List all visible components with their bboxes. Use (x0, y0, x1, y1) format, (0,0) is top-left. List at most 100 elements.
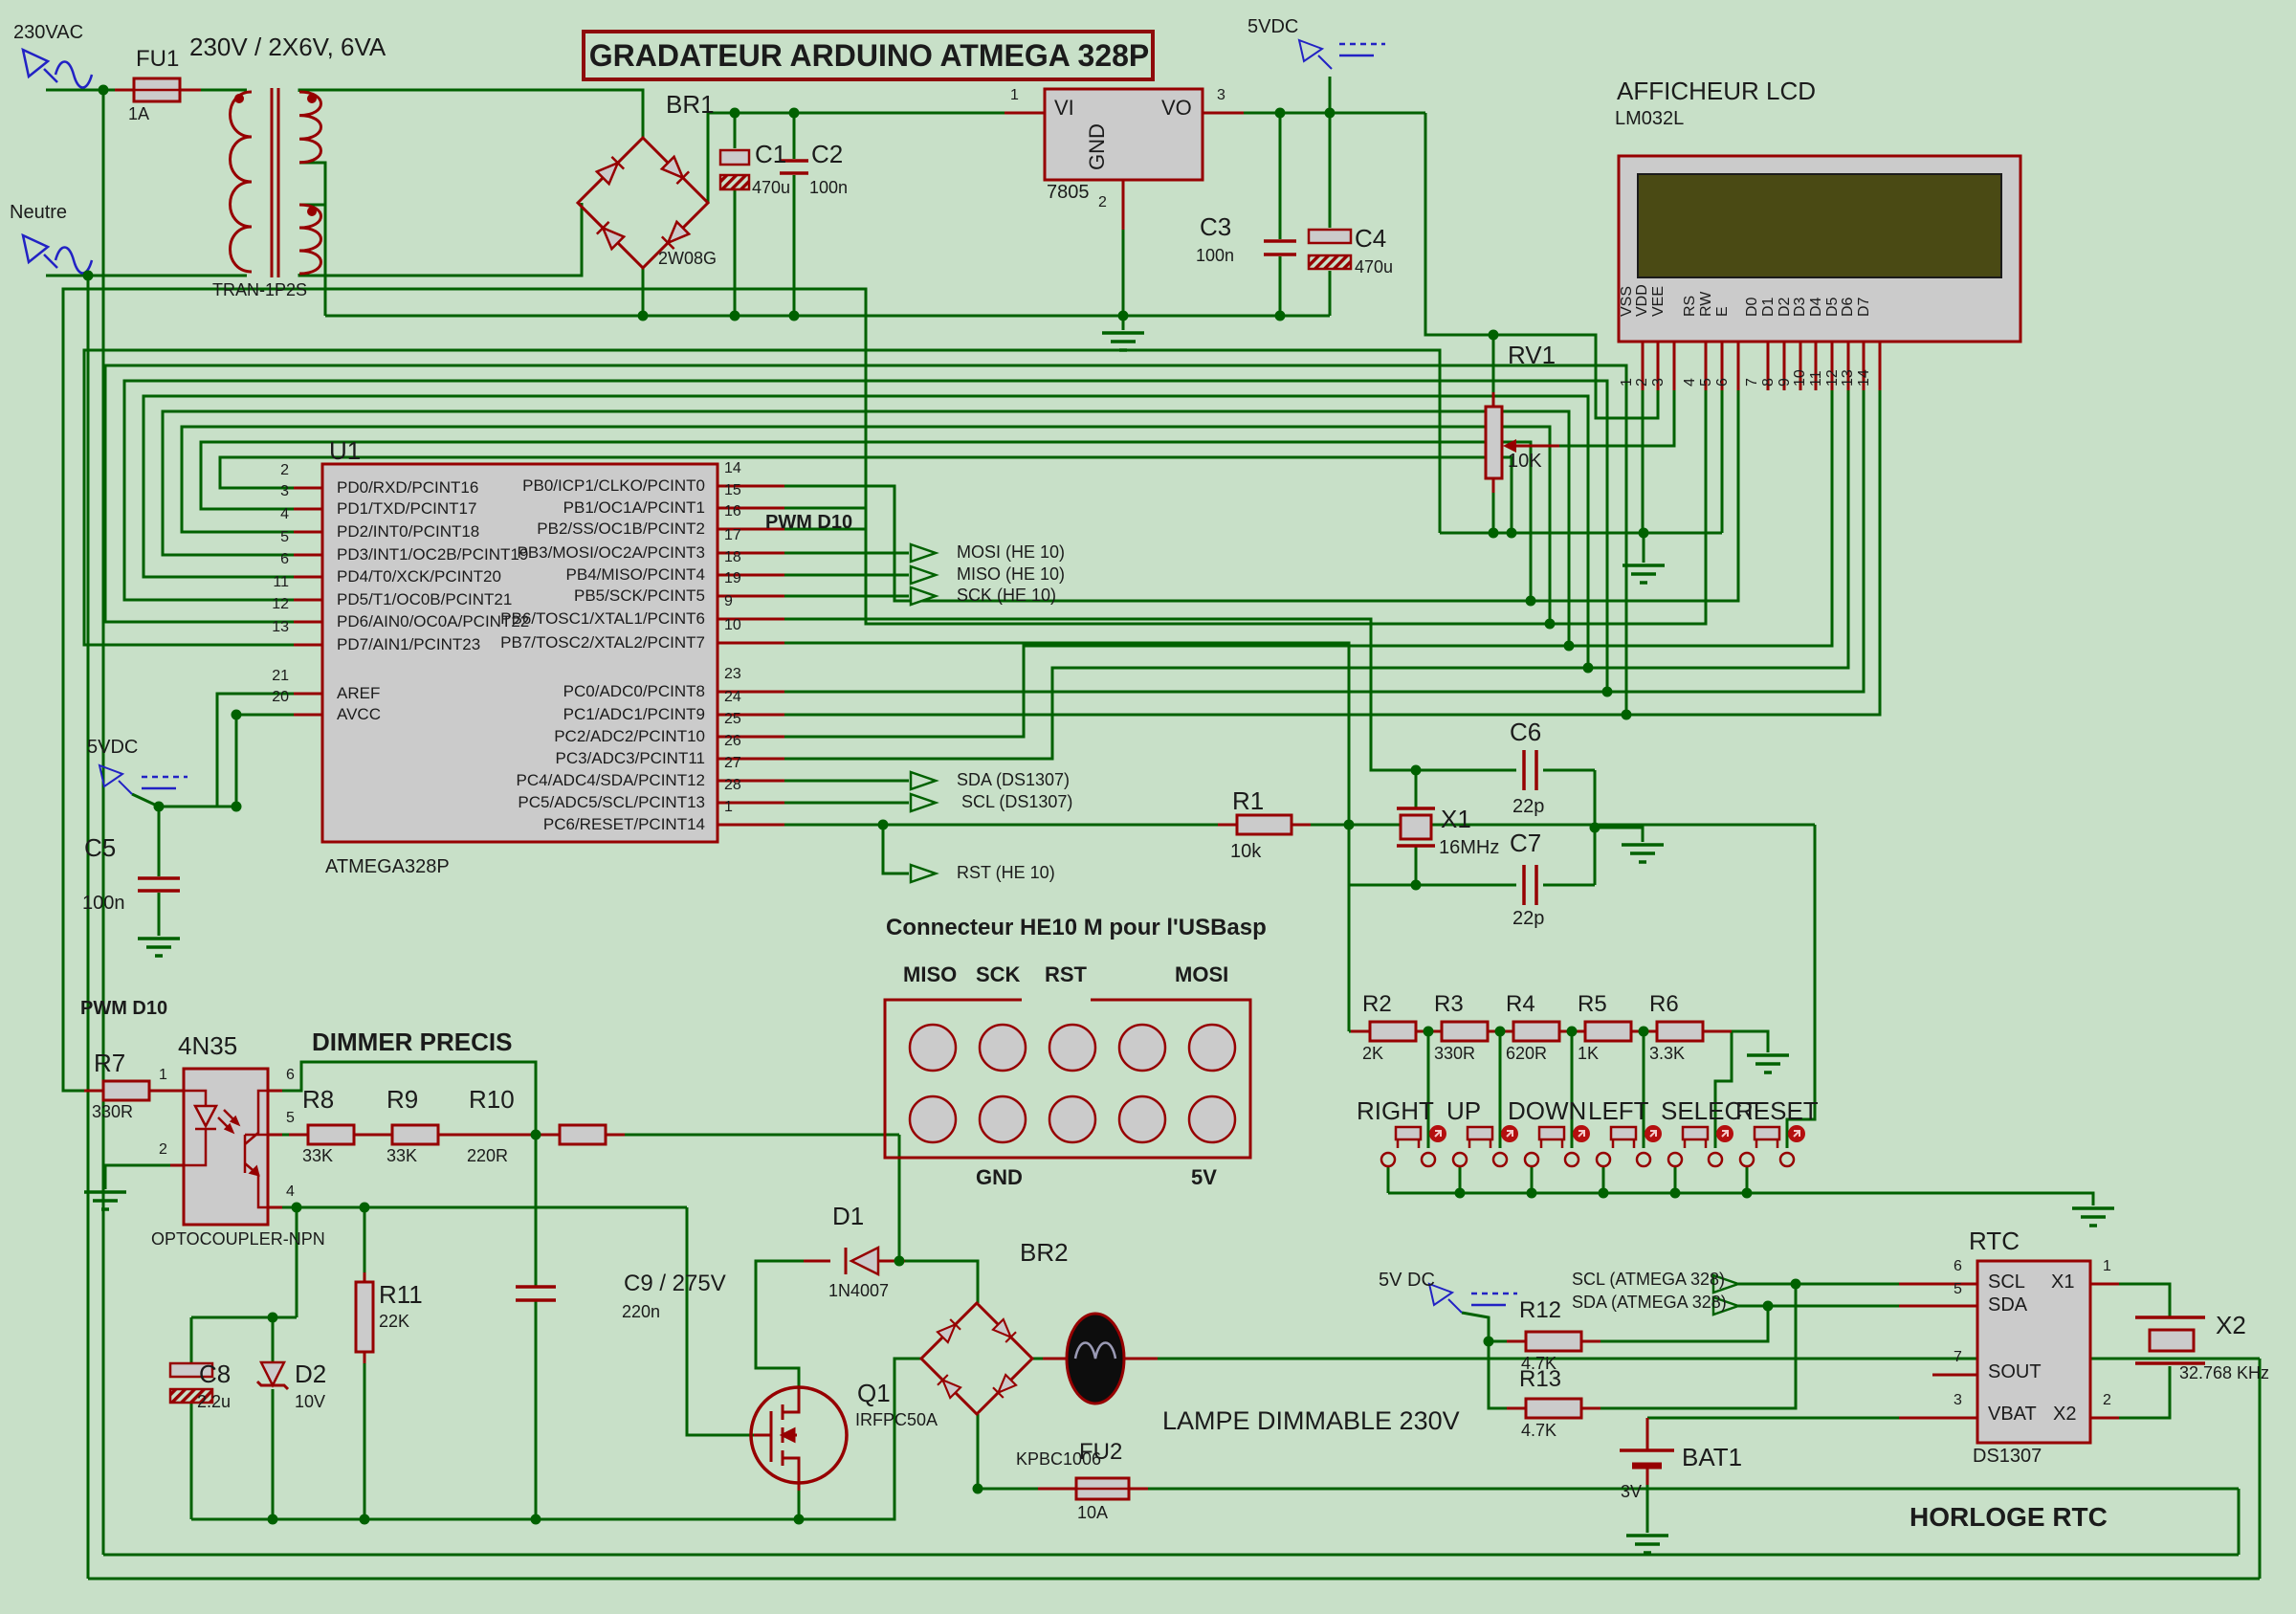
opto-num-5: 5 (286, 1110, 295, 1126)
crystal-x2[interactable] (2135, 1316, 2205, 1365)
res-r11[interactable] (354, 1280, 375, 1354)
optocoupler-4n35[interactable] (182, 1067, 270, 1227)
res-r8[interactable] (306, 1123, 356, 1146)
fuse-fu1[interactable] (126, 77, 188, 103)
cap-c7[interactable] (1522, 865, 1538, 905)
res-r6[interactable] (1655, 1020, 1705, 1043)
pot-rv1[interactable] (1484, 405, 1559, 480)
mosfet-q1[interactable] (749, 1385, 849, 1485)
button-select[interactable] (1667, 1125, 1733, 1168)
btn-down-label: DOWN (1508, 1096, 1587, 1125)
u1-pin-pc1: PC1/ADC1/PCINT9 (563, 705, 705, 723)
r12-value: 4.7K (1521, 1354, 1557, 1373)
ground-c5 (136, 937, 182, 958)
x2-ref: X2 (2216, 1311, 2246, 1339)
c5-value: 100n (82, 893, 125, 914)
cap-c5[interactable] (138, 876, 180, 893)
res-r4[interactable] (1512, 1020, 1561, 1043)
lcd-num-5: 5 (1698, 378, 1714, 387)
lcd-num-2: 2 (1634, 378, 1650, 387)
cap-c3[interactable] (1264, 239, 1296, 256)
rtc-ds1307[interactable] (1976, 1259, 2092, 1445)
r2-ref: R2 (1362, 991, 1392, 1017)
arrow-scl-icon (909, 792, 938, 813)
res-r13[interactable] (1524, 1397, 1583, 1420)
cap-c4[interactable] (1307, 228, 1353, 271)
r7-value: 330R (92, 1102, 134, 1121)
lcd-lm032l[interactable] (1617, 154, 2022, 343)
br1-part: 2W08G (658, 249, 718, 268)
r8-ref: R8 (302, 1085, 335, 1114)
res-r9[interactable] (390, 1123, 440, 1146)
fu1-ref: FU1 (136, 46, 180, 72)
btn-up-label: UP (1446, 1096, 1482, 1125)
lcd-num-8: 8 (1760, 378, 1777, 387)
opto-num-1: 1 (159, 1067, 167, 1083)
btn-left-label: LEFT (1588, 1096, 1649, 1125)
net-miso-he10: MISO (HE 10) (957, 564, 1066, 584)
r10-ref: R10 (469, 1085, 515, 1114)
r4-value: 620R (1506, 1044, 1548, 1063)
res-r10[interactable] (558, 1123, 607, 1146)
res-r2[interactable] (1368, 1020, 1418, 1043)
button-down[interactable] (1523, 1125, 1590, 1168)
lcd-pin-d4: D4 (1808, 297, 1824, 317)
r9-ref: R9 (386, 1085, 419, 1114)
button-up[interactable] (1451, 1125, 1518, 1168)
cap-c8[interactable] (168, 1361, 214, 1404)
fuse-fu2[interactable] (1069, 1476, 1137, 1501)
he10-miso: MISO (903, 962, 958, 986)
flag-5vdc-left: 5VDC (87, 737, 139, 758)
net-rst-he10: RST (HE 10) (957, 863, 1055, 882)
u1-num-5: 5 (280, 529, 289, 545)
ds-pin-vbat: VBAT (1988, 1404, 2037, 1425)
cap-c2[interactable] (780, 159, 808, 175)
button-right[interactable] (1380, 1125, 1446, 1168)
battery-bat1[interactable] (1620, 1448, 1674, 1470)
mcu-atmega328p[interactable] (320, 462, 719, 844)
lcd-pin-vee: VEE (1650, 285, 1667, 317)
transformer-tran1p2s[interactable] (229, 88, 322, 277)
arrow-mosi-icon (909, 542, 938, 564)
u1-ref: U1 (329, 436, 362, 465)
net-neutre: Neutre (10, 202, 68, 223)
diode-d1[interactable] (844, 1245, 880, 1277)
zener-d2[interactable] (255, 1360, 290, 1391)
connector-he10[interactable] (883, 998, 1252, 1160)
net-scl-ds1307: SCL (DS1307) (961, 792, 1073, 811)
u1-pin-pc5: PC5/ADC5/SCL/PCINT13 (518, 793, 705, 811)
cap-c1[interactable] (718, 148, 751, 191)
crystal-x1[interactable] (1397, 807, 1435, 848)
res-r5[interactable] (1583, 1020, 1633, 1043)
net-scl-atmega: SCL (ATMEGA 328) (1572, 1270, 1726, 1289)
r11-ref: R11 (379, 1280, 423, 1309)
res-r1[interactable] (1235, 813, 1293, 836)
res-r12[interactable] (1524, 1330, 1583, 1353)
cap-c9[interactable] (516, 1285, 556, 1302)
u2-pin2-num: 2 (1098, 194, 1107, 210)
u1-num-11: 11 (273, 574, 289, 590)
net-pwm-d10-u1: PWM D10 (765, 512, 853, 533)
source-230vac-icon[interactable] (21, 48, 94, 89)
lcd-num-4: 4 (1682, 378, 1698, 387)
source-neutre-icon[interactable] (21, 233, 94, 275)
u1-pin-pb7: PB7/TOSC2/XTAL2/PCINT7 (500, 633, 705, 652)
res-r3[interactable] (1440, 1020, 1490, 1043)
lamp[interactable] (1065, 1312, 1126, 1405)
regulator-7805[interactable] (1043, 87, 1204, 182)
c6-ref: C6 (1510, 718, 1542, 746)
u2-pin3-num: 3 (1217, 87, 1225, 103)
u1-num-28: 28 (724, 777, 741, 793)
button-left[interactable] (1595, 1125, 1662, 1168)
r2-value: 2K (1362, 1044, 1384, 1063)
cap-c6[interactable] (1522, 750, 1538, 790)
res-r7[interactable] (101, 1079, 151, 1102)
br2-ref: BR2 (1020, 1238, 1069, 1267)
bridge-br1[interactable] (575, 135, 711, 271)
ds-num-7: 7 (1954, 1349, 1962, 1365)
bridge-br2[interactable] (918, 1300, 1035, 1417)
u1-num-9: 9 (724, 593, 733, 609)
button-reset[interactable] (1738, 1125, 1805, 1168)
ground-r6 (1745, 1053, 1791, 1074)
